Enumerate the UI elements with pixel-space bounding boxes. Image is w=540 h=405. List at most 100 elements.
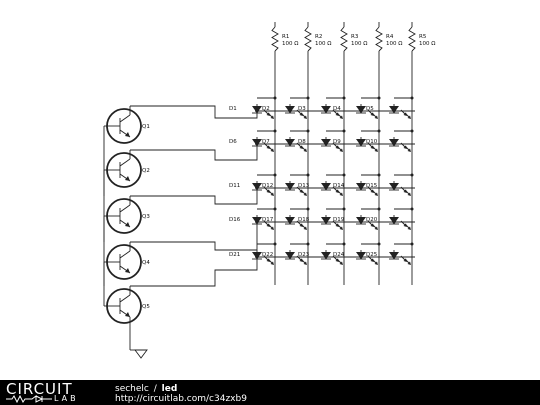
q1-row-link xyxy=(130,105,258,119)
diode-label: D23 xyxy=(298,252,310,258)
transistor-label: Q3 xyxy=(142,214,150,220)
led-arrow-head xyxy=(335,223,339,227)
resistor-value-label: 100 Ω xyxy=(386,41,402,47)
diode-label: D12 xyxy=(262,183,273,189)
led-arrow-head xyxy=(299,223,303,227)
transistor-label: Q2 xyxy=(142,168,150,174)
diode-label: D11 xyxy=(229,183,240,189)
led-arrow-head xyxy=(303,148,307,152)
led-arrow-head xyxy=(370,145,374,149)
diode-label: D21 xyxy=(229,252,240,258)
led-arrow-head xyxy=(374,261,378,265)
junction-dot xyxy=(288,186,292,190)
collector-lead xyxy=(119,250,131,259)
circuitlab-logo[interactable]: CIRCUIT LAB xyxy=(6,380,98,404)
led-arrow-head xyxy=(299,189,303,193)
junction-dot xyxy=(359,255,363,259)
led-arrow-head xyxy=(403,223,407,227)
emitter-arrow xyxy=(125,176,130,181)
led-arrow-head xyxy=(403,258,407,262)
led-arrow-head xyxy=(339,115,343,119)
led-arrow-head xyxy=(339,261,343,265)
led-arrow-head xyxy=(303,226,307,230)
led-arrow-head xyxy=(266,145,270,149)
junction-dot xyxy=(359,186,363,190)
transistor-label: Q4 xyxy=(142,260,150,266)
resistor-value-label: 100 Ω xyxy=(351,41,367,47)
led-arrow-head xyxy=(403,189,407,193)
led-arrow-head xyxy=(407,148,411,152)
diode-label: D18 xyxy=(298,217,310,223)
diode-label: D17 xyxy=(262,217,274,223)
footer-bar: CIRCUIT LAB sechelc / led http://circuit… xyxy=(0,380,540,405)
led-arrow-head xyxy=(374,192,378,196)
diode-label: D8 xyxy=(298,139,306,145)
junction-dot xyxy=(359,220,363,224)
junction-dot xyxy=(392,142,396,146)
led-arrow-head xyxy=(407,115,411,119)
diode-label: D1 xyxy=(229,106,237,112)
junction-dot xyxy=(392,109,396,113)
resistor-name-label: R4 xyxy=(386,34,394,40)
led-arrow-head xyxy=(339,192,343,196)
junction-dot xyxy=(359,142,363,146)
author-link[interactable]: sechelc xyxy=(115,384,149,394)
diode-label: D5 xyxy=(366,106,374,112)
led-arrow-head xyxy=(270,261,274,265)
diode-label: D6 xyxy=(229,139,237,145)
led-d15: D15 xyxy=(366,181,411,196)
diode-label: D13 xyxy=(298,183,310,189)
led-arrow-head xyxy=(407,226,411,230)
q3-row-link xyxy=(130,188,258,205)
diode-label: D20 xyxy=(366,217,378,223)
led-arrow-head xyxy=(270,192,274,196)
author-project-line: sechelc / led xyxy=(115,384,177,394)
junction-dot xyxy=(324,186,328,190)
led-arrow-head xyxy=(303,115,307,119)
diode-label: D4 xyxy=(333,106,341,112)
diode-label: D2 xyxy=(262,106,270,112)
led-arrow-head xyxy=(403,145,407,149)
led-arrow-head xyxy=(374,148,378,152)
emitter-arrow xyxy=(125,268,130,273)
led-d10: D10 xyxy=(366,137,411,152)
transistor-label: Q1 xyxy=(142,124,150,130)
resistor-value-label: 100 Ω xyxy=(315,41,331,47)
path-separator: / xyxy=(153,384,157,394)
led-arrow-head xyxy=(335,145,339,149)
resistor-name-label: R2 xyxy=(315,34,322,40)
led-arrow-head xyxy=(266,258,270,262)
logo-text-lab: LAB xyxy=(54,394,79,403)
led-arrow-head xyxy=(407,261,411,265)
led-arrow-head xyxy=(299,145,303,149)
transistor-label: Q5 xyxy=(142,304,150,310)
led-arrow-head xyxy=(270,148,274,152)
led-arrow-head xyxy=(335,189,339,193)
q4-row-link xyxy=(130,222,258,251)
led-arrow-head xyxy=(374,115,378,119)
led-arrow-head xyxy=(335,112,339,116)
led-arrow-head xyxy=(370,112,374,116)
led-arrow-head xyxy=(266,112,270,116)
circuit-url-link[interactable]: http://circuitlab.com/c34zxb9 xyxy=(115,394,247,404)
resistor-name-label: R5 xyxy=(419,34,427,40)
led-arrow-head xyxy=(370,258,374,262)
logo-text-circuit: CIRCUIT xyxy=(6,380,73,398)
junction-dot xyxy=(288,109,292,113)
resistor-zigzag xyxy=(304,26,312,52)
junction-dot xyxy=(288,255,292,259)
project-name: led xyxy=(161,384,178,394)
junction-dot xyxy=(288,142,292,146)
diode-label: D19 xyxy=(333,217,345,223)
diode-label: D15 xyxy=(366,183,378,189)
led-arrow-head xyxy=(266,189,270,193)
junction-dot xyxy=(324,255,328,259)
led-d5: D5 xyxy=(366,104,411,119)
diode-label: D7 xyxy=(262,139,270,145)
diode-label: D16 xyxy=(229,217,241,223)
led-arrow-head xyxy=(303,261,307,265)
diode-label: D14 xyxy=(333,183,345,189)
